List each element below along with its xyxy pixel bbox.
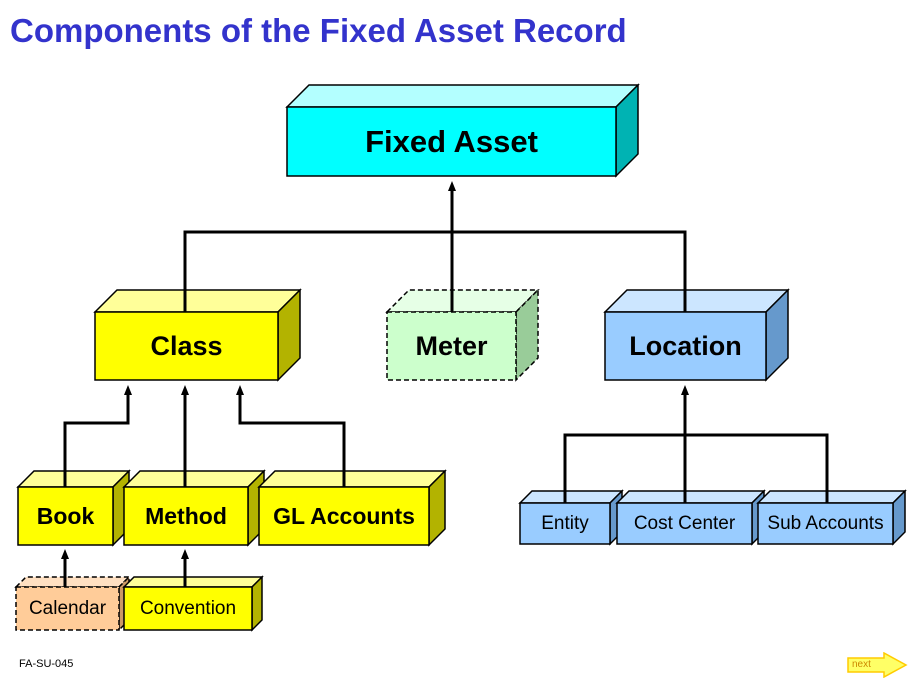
connector-to-book-method — [61, 549, 189, 587]
fixed-asset-box — [285, 83, 640, 178]
sub-accounts-label: Sub Accounts — [767, 512, 884, 534]
entity-label: Entity — [541, 512, 589, 534]
next-label: next — [852, 659, 871, 670]
fixed-asset-label: Fixed Asset — [365, 123, 538, 159]
location-label: Location — [629, 330, 742, 361]
connector-to-class — [63, 385, 346, 487]
cost-center-label: Cost Center — [633, 512, 736, 534]
gl-accounts-label: GL Accounts — [273, 502, 415, 529]
gl-accounts-box — [257, 469, 447, 547]
book-label: Book — [36, 502, 95, 529]
class-label: Class — [150, 330, 223, 361]
connector-to-fixed-asset — [183, 181, 687, 312]
page-title: Components of the Fixed Asset Record — [10, 12, 627, 49]
class-box — [93, 288, 302, 382]
next-button[interactable]: next — [846, 651, 908, 679]
method-label: Method — [145, 502, 227, 529]
sub-accounts-box — [756, 489, 907, 546]
location-box — [603, 288, 790, 382]
meter-box — [385, 288, 540, 382]
convention-box — [122, 575, 264, 632]
slide-code: FA-SU-045 — [19, 658, 74, 670]
connector-to-location — [563, 385, 829, 503]
entity-box — [518, 489, 624, 546]
calendar-label: Calendar — [28, 597, 107, 619]
convention-label: Convention — [139, 597, 237, 619]
next-arrow-icon — [847, 651, 908, 679]
meter-label: Meter — [415, 330, 488, 361]
